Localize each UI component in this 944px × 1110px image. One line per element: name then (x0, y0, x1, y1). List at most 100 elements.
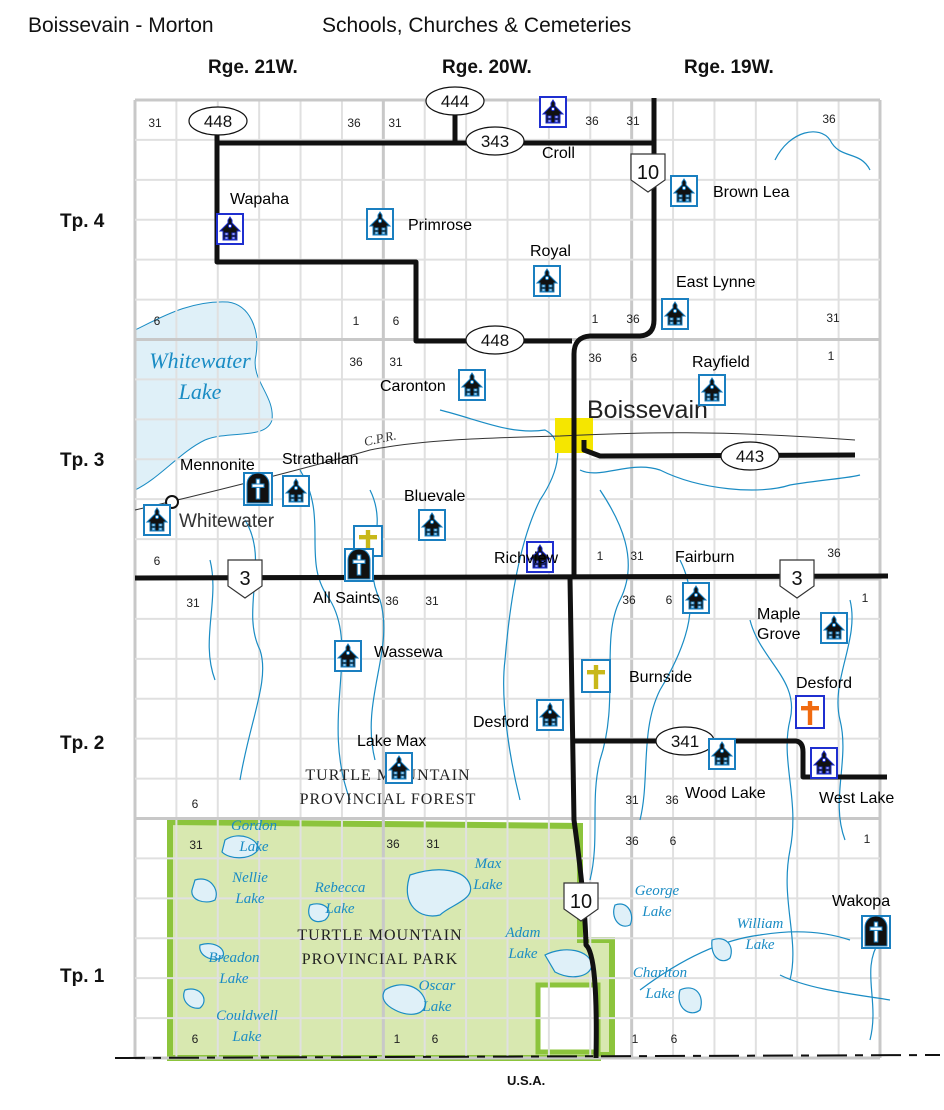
highway-marker-448: 448 (465, 325, 525, 355)
place-whitewater-school[interactable] (143, 504, 171, 536)
place-rayfield-school[interactable]: Rayfield (692, 354, 750, 406)
place-bluevale-school[interactable]: Bluevale (404, 488, 465, 541)
breadon-lake-shape (199, 943, 224, 960)
max-lake-shape (406, 869, 472, 917)
place-label: Desford (796, 675, 852, 692)
place-burnside-church[interactable]: Burnside (581, 659, 692, 693)
place-label: Croll (542, 145, 575, 162)
township-label-1: Tp. 1 (60, 966, 105, 987)
section-number: 36 (665, 793, 679, 807)
place-label: Lake Max (357, 733, 426, 750)
place-all-saints-cemetery[interactable]: All Saints (313, 548, 380, 607)
place-label: All Saints (313, 590, 380, 607)
highway-number: 444 (441, 92, 469, 111)
school-icon (708, 738, 736, 770)
river (639, 931, 851, 991)
place-wapaha-school[interactable]: Wapaha (216, 191, 289, 245)
place-caronton-school[interactable]: Caronton (380, 369, 486, 401)
section-number: 36 (588, 351, 602, 365)
section-number: 36 (585, 114, 599, 128)
highway-number: 448 (481, 331, 509, 350)
section-number: 6 (631, 351, 638, 365)
section-number: 6 (192, 797, 199, 811)
place-croll-school[interactable]: Croll (539, 96, 575, 162)
highway-marker-10: 10 (563, 882, 599, 922)
road-443 (581, 440, 856, 459)
section-number: 31 (426, 837, 440, 851)
section-number: 6 (154, 314, 161, 328)
highway-marker-3: 3 (227, 559, 263, 599)
road-hwy10-south (567, 577, 599, 1059)
highway-marker-3: 3 (779, 559, 815, 599)
river (208, 559, 216, 681)
range-label-19w: Rge. 19W. (684, 57, 774, 78)
place-strathallan-school[interactable]: Strathallan (282, 451, 359, 507)
section-number: 1 (597, 549, 604, 563)
school-icon (539, 96, 567, 128)
place-desford-church[interactable]: Desford (795, 675, 852, 729)
river (774, 131, 871, 171)
place-west-lake-school[interactable]: West Lake (810, 747, 894, 807)
map-title: Boissevain - Morton (28, 14, 214, 37)
school-icon (810, 747, 838, 779)
highway-number: 10 (637, 162, 659, 184)
place-royal-school[interactable]: Royal (530, 243, 571, 297)
range-label-21w: Rge. 21W. (208, 57, 298, 78)
school-icon (334, 640, 362, 672)
section-number: 31 (626, 114, 640, 128)
place-richview-school[interactable]: Richview (494, 541, 558, 573)
whitewater-settlement-label: Whitewater (179, 511, 275, 532)
school-icon (820, 612, 848, 644)
place-east-lynne-school[interactable]: East Lynne (661, 274, 756, 330)
oscar-lake-shape (382, 984, 426, 1015)
place-primrose-school[interactable]: Primrose (366, 208, 472, 240)
section-number: 6 (154, 554, 161, 568)
place-lake-max-school[interactable]: Lake Max (357, 733, 426, 784)
highway-number: 10 (570, 891, 592, 913)
place-desford-school[interactable]: Desford (473, 699, 564, 731)
river (439, 409, 559, 801)
couldwell-lake-shape (183, 988, 205, 1009)
highway-number: 343 (481, 132, 509, 151)
school-icon (661, 298, 689, 330)
school-icon (418, 509, 446, 541)
highway-number: 3 (791, 568, 802, 590)
usa-border-label: U.S.A. (507, 1073, 546, 1088)
section-number: 31 (189, 838, 203, 852)
place-brown-lea-school[interactable]: Brown Lea (670, 175, 790, 207)
place-wassewa-school[interactable]: Wassewa (334, 640, 443, 672)
section-number: 1 (864, 832, 871, 846)
boissevain-town-label: Boissevain (587, 396, 708, 424)
school-icon (670, 175, 698, 207)
place-mennonite-cemetery[interactable]: Mennonite (180, 457, 273, 506)
place-label: West Lake (819, 790, 894, 807)
highway-marker-443: 443 (720, 441, 780, 471)
place-wakopa-cemetery[interactable]: Wakopa (832, 893, 891, 949)
place-label: Wapaha (230, 191, 289, 208)
george-lake-shape (613, 903, 633, 927)
place-wood-lake-school[interactable]: Wood Lake (685, 738, 766, 802)
river-network (208, 131, 891, 1041)
place-label: Caronton (380, 378, 446, 395)
place-label: Wood Lake (685, 785, 766, 802)
section-number: 6 (666, 593, 673, 607)
whitewater-lake-water (134, 301, 273, 491)
section-number: 36 (347, 116, 361, 130)
place-fairburn-school[interactable]: Fairburn (675, 549, 735, 614)
charlton-lake-shape (678, 987, 702, 1014)
section-number: 31 (625, 793, 639, 807)
highway-marker-343: 343 (465, 126, 525, 156)
place-label: Burnside (629, 669, 692, 686)
section-number: 1 (632, 1032, 639, 1046)
section-number: 31 (425, 594, 439, 608)
